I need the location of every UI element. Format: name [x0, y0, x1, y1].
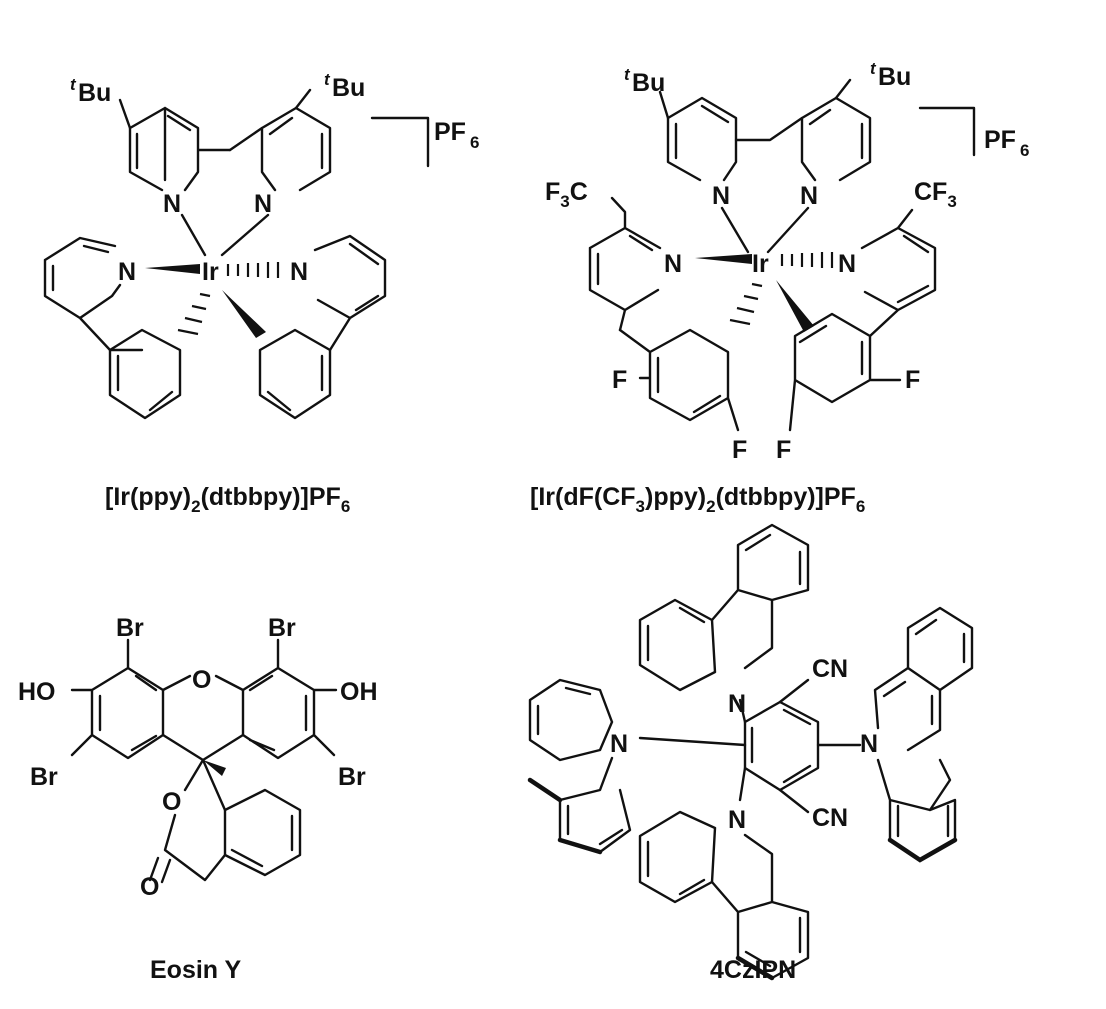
nitrogen-label: N: [728, 690, 746, 718]
fluorine-label: F: [776, 436, 791, 464]
tbu-superscript: t: [624, 65, 631, 84]
bromine-label: Br: [338, 763, 366, 791]
nitrogen-label: N: [838, 250, 856, 278]
nitrogen-label: N: [290, 258, 308, 286]
bromine-label: Br: [116, 614, 144, 642]
oxygen-label: O: [192, 666, 211, 694]
iridium-label: Ir: [202, 258, 219, 286]
nitrogen-label: N: [254, 190, 272, 218]
tbu-superscript: t: [70, 75, 77, 94]
tbu-superscript: t: [324, 70, 331, 89]
tbu-label: Bu: [332, 74, 365, 102]
fluorine-label: F: [905, 366, 920, 394]
nitrogen-label: N: [163, 190, 181, 218]
oxygen-label: O: [162, 788, 181, 816]
nitrogen-label: N: [610, 730, 628, 758]
nitrogen-label: N: [860, 730, 878, 758]
pf-subscript: 6: [470, 133, 479, 152]
caption-4czipn: 4CzIPN: [710, 956, 796, 984]
fluorine-label: F: [612, 366, 627, 394]
caption-eosin-y: Eosin Y: [150, 956, 242, 984]
bromine-label: Br: [268, 614, 296, 642]
ir-dfcf3-structure: t Bu t Bu PF 6 F3C CF3 N N N Ir N F F F …: [530, 59, 1029, 516]
hydroxyl-label: HO: [18, 678, 56, 706]
pf-label: PF: [434, 118, 466, 146]
pf-subscript: 6: [1020, 141, 1029, 160]
bromine-label: Br: [30, 763, 58, 791]
nitrogen-label: N: [800, 182, 818, 210]
cyano-label: CN: [812, 804, 848, 832]
hydroxyl-label: OH: [340, 678, 378, 706]
tbu-label: Bu: [632, 69, 665, 97]
ir-ppy-structure: t Bu t Bu PF 6 N N N Ir N [Ir(ppy)2(dtbb…: [43, 70, 479, 516]
fluorine-label: F: [732, 436, 747, 464]
nitrogen-label: N: [664, 250, 682, 278]
4czipn-structure: N CN N N N CN 4CzIPN: [527, 523, 974, 984]
f3c-label: F3C: [545, 178, 588, 211]
tbu-superscript: t: [870, 59, 877, 78]
caption-ir-dfcf3: [Ir(dF(CF3)ppy)2(dtbbpy)]PF6: [530, 483, 865, 516]
iridium-label: Ir: [752, 250, 769, 278]
eosin-y-structure: Br Br HO OH O Br Br O O Eosin Y: [18, 614, 378, 984]
cyano-label: CN: [812, 655, 848, 683]
tbu-label: Bu: [78, 79, 111, 107]
tbu-label: Bu: [878, 63, 911, 91]
nitrogen-label: N: [118, 258, 136, 286]
cf3-label: CF3: [914, 178, 957, 211]
caption-ir-ppy: [Ir(ppy)2(dtbbpy)]PF6: [105, 483, 350, 516]
nitrogen-label: N: [728, 806, 746, 834]
pf-label: PF: [984, 126, 1016, 154]
nitrogen-label: N: [712, 182, 730, 210]
oxygen-label: O: [140, 873, 159, 901]
